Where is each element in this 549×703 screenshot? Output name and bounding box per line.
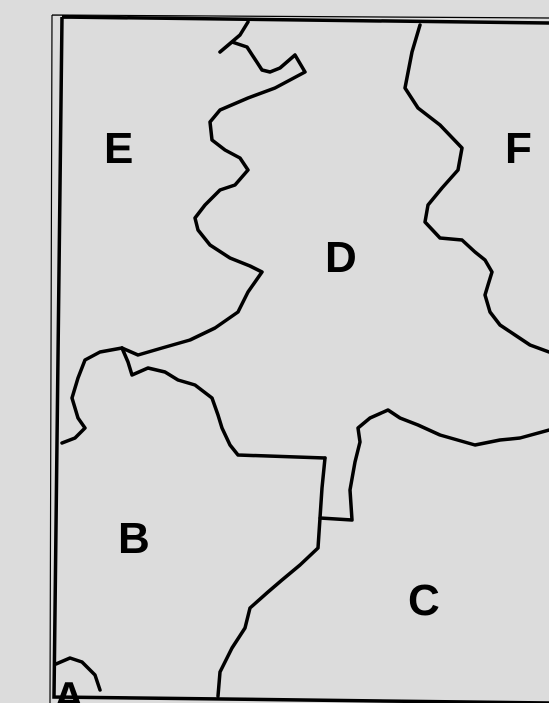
border-d-c [318, 408, 549, 522]
border-d-f [403, 23, 549, 354]
map-frame [52, 15, 549, 703]
border-a-b [54, 656, 102, 692]
region-label-d: D [325, 233, 357, 282]
region-label-a: A [53, 673, 85, 703]
region-label-c: C [408, 576, 440, 625]
border-e-d [120, 20, 307, 357]
border-b-c [216, 516, 322, 698]
region-label-e: E [104, 124, 133, 173]
region-label-b: B [118, 514, 150, 563]
border-d-b [120, 346, 327, 460]
border-e-b [60, 346, 124, 445]
map-frame-outer [49, 14, 549, 703]
region-label-f: F [505, 124, 532, 173]
